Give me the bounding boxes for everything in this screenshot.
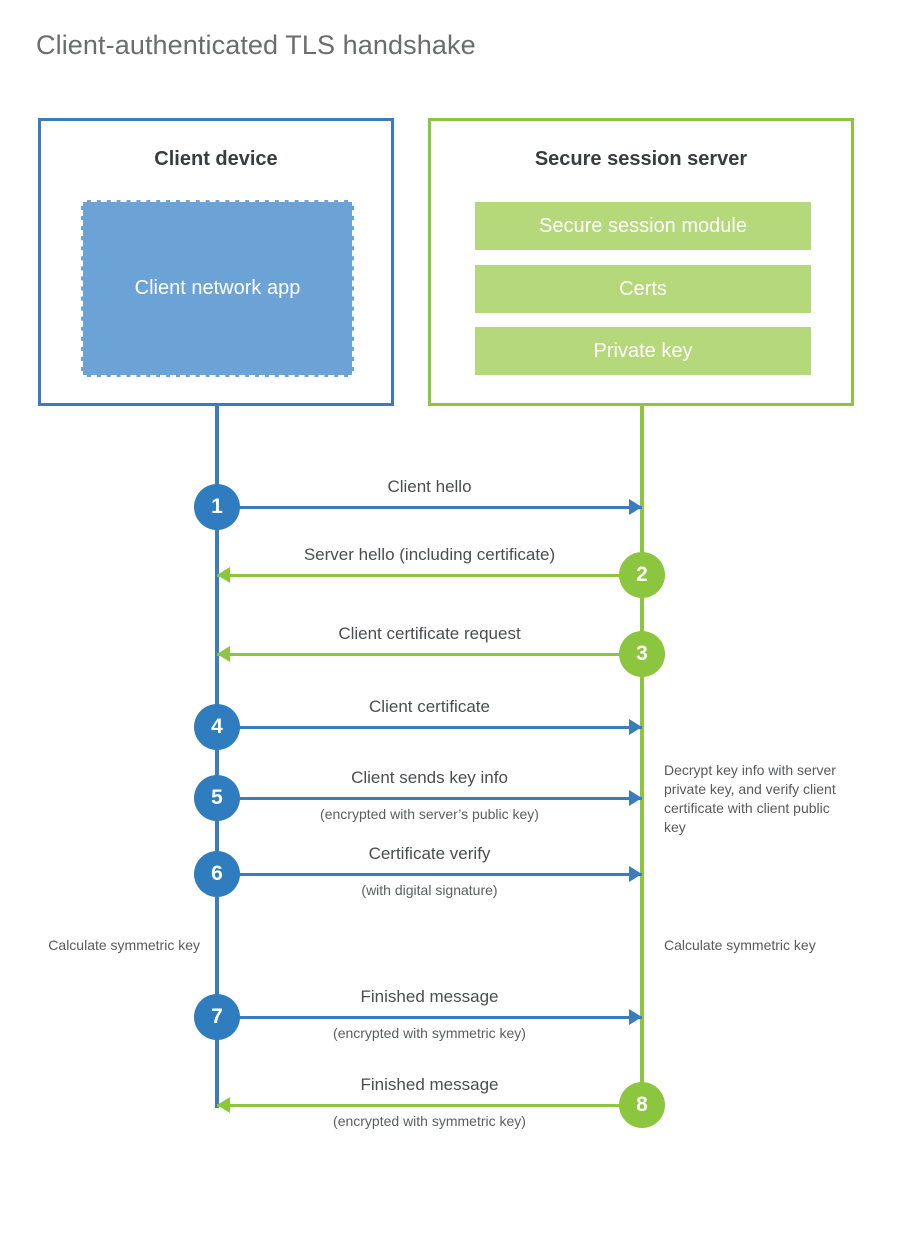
secure-session-server-box: Secure session server Secure session mod… [428, 118, 854, 406]
step-6-label: Certificate verify [368, 844, 491, 863]
step-7-sublabel: (encrypted with symmetric key) [333, 1025, 526, 1041]
step-4-arrow-shaft [217, 726, 642, 729]
step-marker-3[interactable]: 3 [619, 631, 665, 677]
step-5-arrow-head [629, 790, 642, 806]
step-5-label: Client sends key info [351, 768, 508, 787]
step-marker-8[interactable]: 8 [619, 1082, 665, 1128]
annotation-server-decrypt: Decrypt key info with server private key… [664, 762, 836, 835]
step-marker-5[interactable]: 5 [194, 775, 240, 821]
step-2-label: Server hello (including certificate) [303, 545, 556, 564]
step-8-sublabel: (encrypted with symmetric key) [333, 1113, 526, 1129]
step-7-arrow-head [629, 1009, 642, 1025]
step-marker-2[interactable]: 2 [619, 552, 665, 598]
step-7-label: Finished message [360, 987, 499, 1006]
step-3-arrow-head [217, 646, 230, 662]
step-2-arrow-head [217, 567, 230, 583]
server-module-secure-session-module: Secure session module [475, 202, 811, 250]
step-3-arrow-shaft [217, 653, 642, 656]
annotation-server-calculate-symmetric-key: Calculate symmetric key [664, 937, 816, 953]
step-5-arrow-shaft [217, 797, 642, 800]
step-8-arrow-head [217, 1097, 230, 1113]
step-6-arrow-head [629, 866, 642, 882]
step-marker-1[interactable]: 1 [194, 484, 240, 530]
client-device-title: Client device [154, 148, 278, 170]
step-7-arrow-shaft [217, 1016, 642, 1019]
step-marker-4[interactable]: 4 [194, 704, 240, 750]
client-device-box: Client device Client network app [38, 118, 394, 406]
client-network-app-block: Client network app [81, 200, 354, 377]
client-lifeline [215, 406, 219, 1108]
server-module-certs: Certs [475, 265, 811, 313]
step-marker-6[interactable]: 6 [194, 851, 240, 897]
step-5-sublabel: (encrypted with server’s public key) [320, 806, 539, 822]
step-marker-7[interactable]: 7 [194, 994, 240, 1040]
step-3-label: Client certificate request [338, 624, 521, 643]
step-1-arrow-head [629, 499, 642, 515]
page-title: Client-authenticated TLS handshake [36, 30, 476, 60]
server-module-private-key: Private key [475, 327, 811, 375]
annotation-client-calculate-symmetric-key: Calculate symmetric key [48, 937, 200, 953]
step-6-arrow-shaft [217, 873, 642, 876]
step-1-label: Client hello [387, 477, 472, 496]
secure-session-server-title: Secure session server [534, 148, 748, 170]
step-2-arrow-shaft [217, 574, 642, 577]
step-8-arrow-shaft [217, 1104, 642, 1107]
step-4-label: Client certificate [369, 697, 490, 716]
step-8-label: Finished message [360, 1075, 499, 1094]
step-4-arrow-head [629, 719, 642, 735]
step-1-arrow-shaft [217, 506, 642, 509]
step-6-sublabel: (with digital signature) [361, 882, 498, 898]
server-lifeline [640, 406, 644, 1108]
